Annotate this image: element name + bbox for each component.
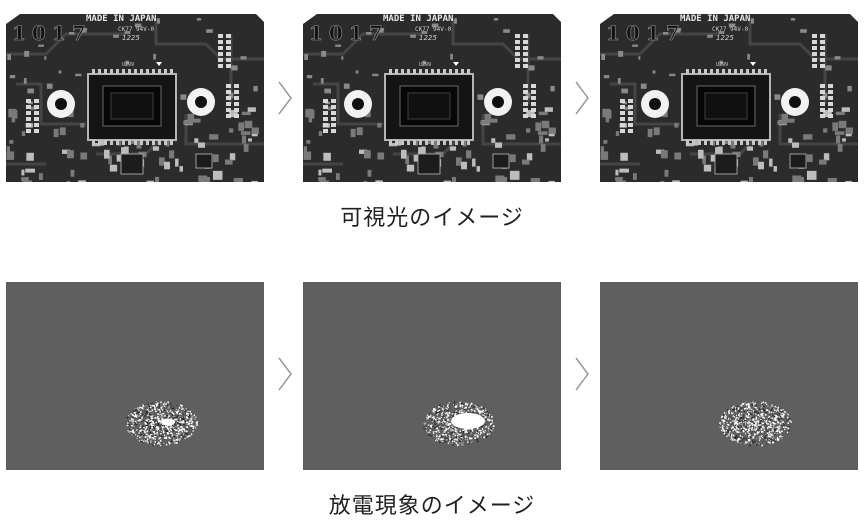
lot-marking: 1225: [122, 34, 140, 42]
chip-label: U299: [419, 62, 431, 68]
chevron-right-icon: [575, 81, 589, 115]
code-marking: CK77 94V-0: [118, 26, 155, 33]
discharge-image: [303, 282, 561, 470]
serial-marking: 1017: [12, 21, 92, 45]
discharge-spark: [451, 413, 485, 429]
lot-marking: 1225: [716, 34, 734, 42]
chevron-right-icon: [278, 81, 292, 115]
lot-marking: 1225: [419, 34, 437, 42]
discharge-frame-3: [600, 282, 858, 470]
made-in-marking: MADE IN JAPAN: [383, 14, 453, 24]
serial-marking: 1017: [606, 21, 686, 45]
chip-label: U299: [716, 62, 728, 68]
discharge-image: [600, 282, 858, 470]
serial-marking: 1017: [309, 21, 389, 45]
discharge-image: [6, 282, 264, 470]
visible-caption: 可視光のイメージ: [340, 206, 524, 231]
chevron-right-icon: [575, 357, 589, 391]
discharge-frame-1: [6, 282, 264, 470]
code-marking: CK77 94V-0: [712, 26, 749, 33]
made-in-marking: MADE IN JAPAN: [86, 14, 156, 24]
discharge-caption: 放電現象のイメージ: [328, 494, 536, 519]
discharge-frame-2: [303, 282, 561, 470]
code-marking: CK77 94V-0: [415, 26, 452, 33]
chevron-right-icon: [278, 357, 292, 391]
discharge-spark: [161, 418, 175, 426]
made-in-marking: MADE IN JAPAN: [680, 14, 750, 24]
chip-label: U299: [122, 62, 134, 68]
